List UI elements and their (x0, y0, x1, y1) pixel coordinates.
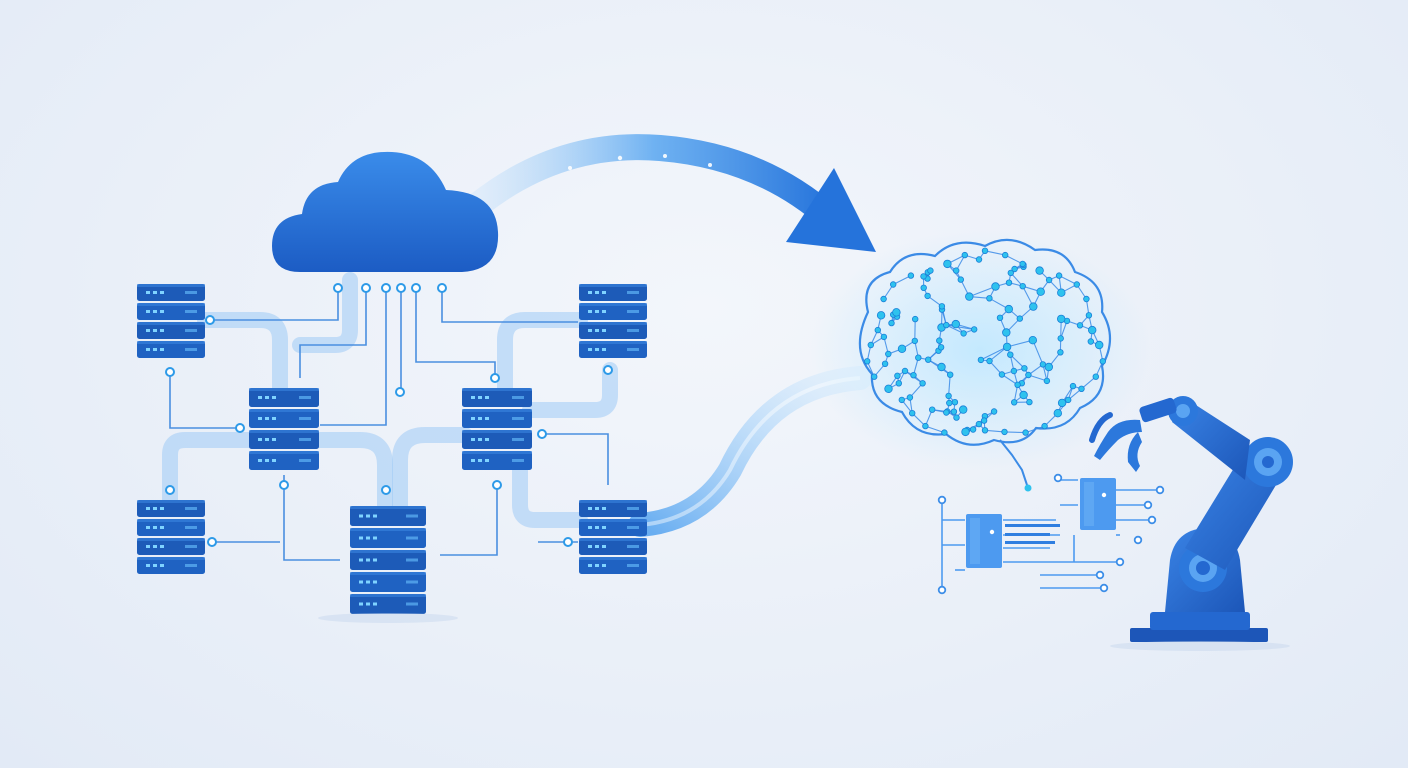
ground-shadows (318, 613, 1290, 651)
server-rack-icon (249, 388, 319, 470)
circuit-wires (169, 288, 609, 561)
server-network (137, 284, 647, 614)
robotic-arm-icon (1089, 396, 1293, 642)
curved-arrow-icon (465, 134, 876, 252)
server-rack-icon (137, 284, 205, 358)
server-rack-icon (350, 506, 426, 614)
wire-nodes (165, 283, 613, 547)
cloud-icon (272, 151, 499, 272)
data-stream (628, 366, 872, 537)
circuit-board-icon (937, 473, 1165, 595)
server-rack-icon (462, 388, 532, 470)
server-rack-icon (579, 500, 647, 574)
data-pipes (162, 272, 618, 528)
neural-network-brain-icon (810, 230, 1150, 492)
server-rack-icon (579, 284, 647, 358)
server-rack-icon (137, 500, 205, 574)
